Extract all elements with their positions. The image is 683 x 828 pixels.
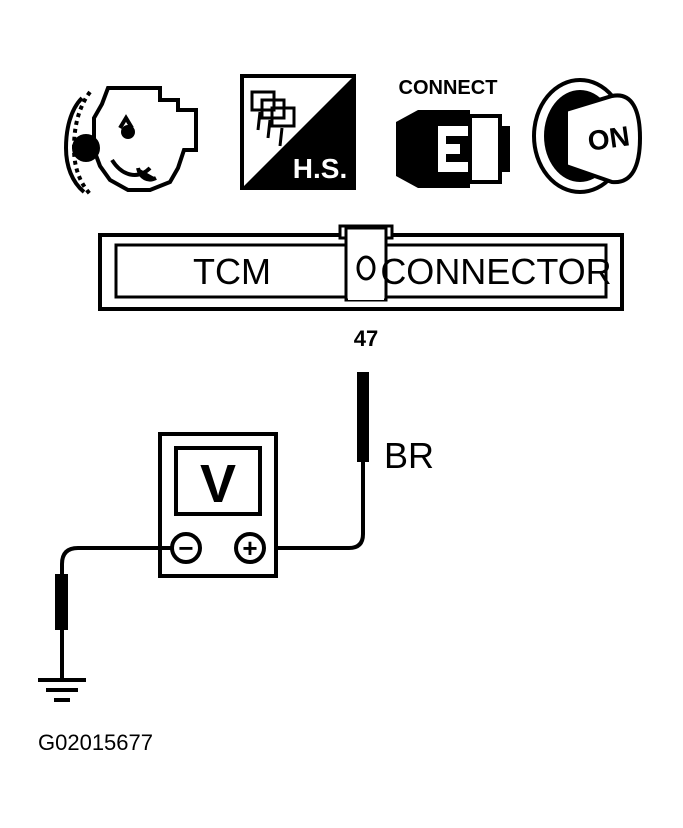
ground-symbol	[38, 678, 86, 702]
wire-br	[258, 372, 369, 550]
tcm-connector	[98, 224, 624, 311]
plus-symbol: +	[242, 533, 257, 563]
terminal-47-pin	[356, 255, 376, 281]
connector-left-label: TCM	[193, 251, 271, 292]
minus-symbol: −	[178, 533, 193, 563]
harness-hs-icon: H.S.	[240, 74, 356, 190]
connector-right-label: CONNECTOR	[380, 251, 611, 292]
figure-id: G02015677	[38, 730, 153, 755]
on-label: ON	[586, 120, 632, 157]
positive-terminal	[234, 532, 266, 564]
hs-label: H.S.	[293, 153, 347, 184]
voltmeter	[158, 432, 278, 578]
ground-lead	[55, 546, 172, 678]
component-face-icon	[63, 86, 198, 198]
meter-unit-label: V	[200, 454, 236, 514]
connect-label: CONNECT	[399, 77, 498, 99]
terminal-number: 47	[354, 326, 378, 351]
ignition-on-icon: ON	[532, 78, 643, 194]
wire-color-code: BR	[384, 435, 434, 476]
connect-icon: CONNECT	[396, 77, 510, 188]
